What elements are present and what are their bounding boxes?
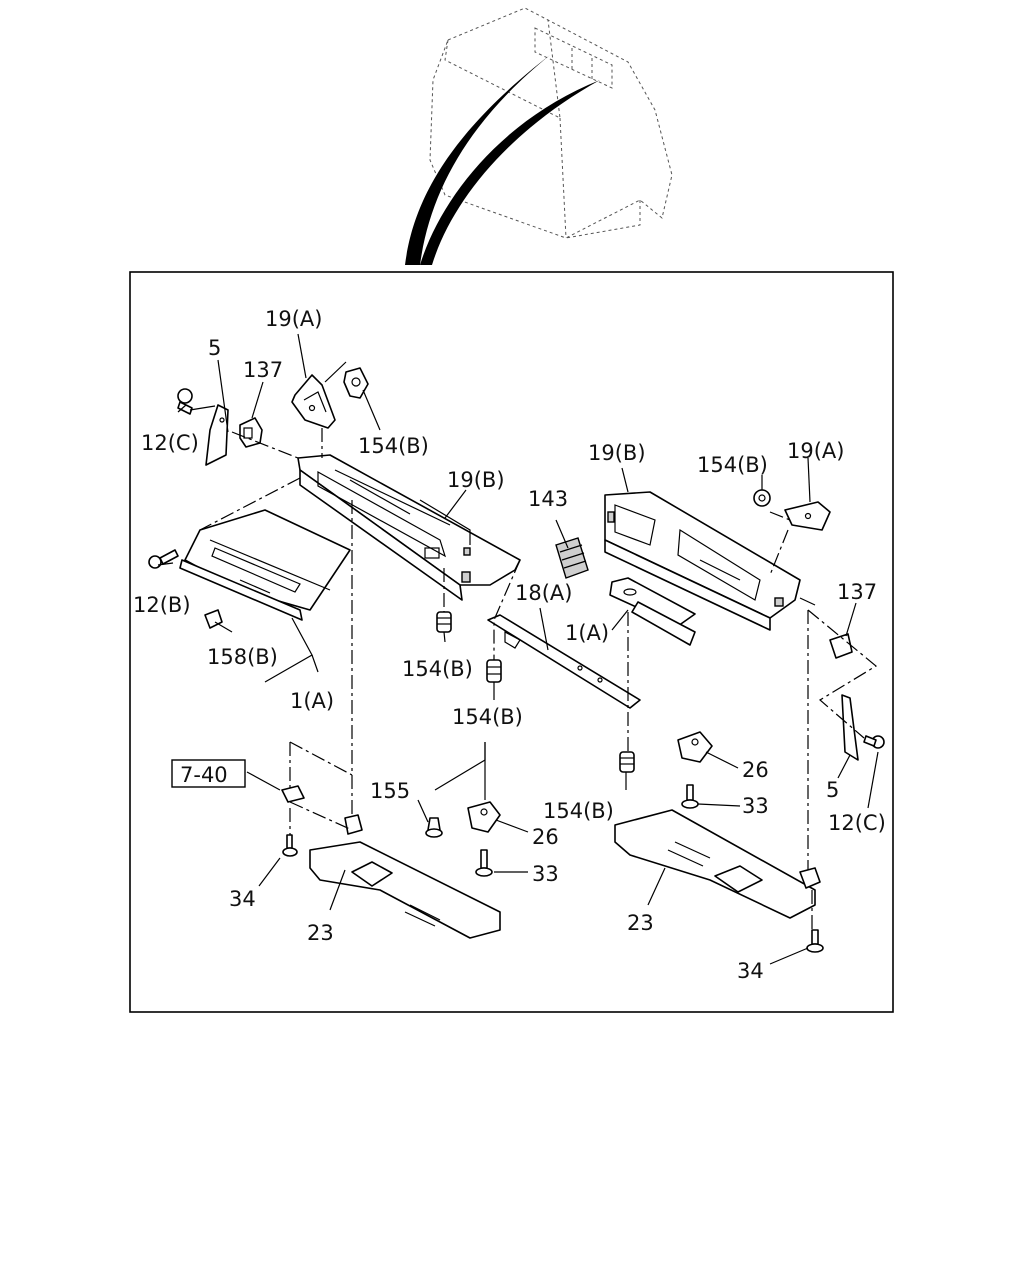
label-34-left: 34 bbox=[229, 887, 256, 911]
label-19a-left: 19(A) bbox=[265, 307, 322, 331]
tray-1a-right bbox=[609, 577, 696, 646]
label-19a-right: 19(A) bbox=[787, 439, 844, 463]
console-housing-19b-left bbox=[297, 454, 521, 601]
label-23-right: 23 bbox=[627, 911, 654, 935]
label-19b-left: 19(B) bbox=[447, 468, 505, 492]
clip-154b-mid2 bbox=[486, 659, 502, 683]
fastener-155 bbox=[425, 817, 443, 838]
visor-23-left bbox=[309, 841, 501, 939]
label-5-left: 5 bbox=[208, 336, 221, 360]
screw-12c-left bbox=[177, 388, 216, 415]
clip-154b-topright bbox=[753, 489, 771, 507]
part-labels: 19(A) 5 137 12(C) 154(B) 19(B) 12(B) 158… bbox=[133, 307, 886, 983]
label-154b-lowright: 154(B) bbox=[543, 799, 614, 823]
reference-box-7-40 bbox=[171, 759, 246, 788]
visor-pin-left bbox=[344, 814, 363, 835]
screw-12c-right bbox=[863, 735, 885, 749]
label-137-right: 137 bbox=[837, 580, 877, 604]
label-154b-topright: 154(B) bbox=[697, 453, 768, 477]
label-7-40: 7-40 bbox=[180, 763, 228, 787]
label-34-right: 34 bbox=[737, 959, 764, 983]
label-5-right: 5 bbox=[826, 778, 839, 802]
visor-pin-right bbox=[799, 867, 821, 889]
grille-143 bbox=[555, 537, 589, 579]
label-158b: 158(B) bbox=[207, 645, 278, 669]
tray-1a-left bbox=[179, 509, 351, 621]
screw-34-left bbox=[282, 834, 298, 857]
clip-154b-topleft bbox=[343, 367, 369, 399]
screw-33-left bbox=[475, 849, 493, 877]
label-143: 143 bbox=[528, 487, 568, 511]
bracket-19a-left bbox=[291, 374, 336, 429]
label-12b: 12(B) bbox=[133, 593, 191, 617]
hook-26-left bbox=[467, 801, 501, 833]
label-18a: 18(A) bbox=[515, 581, 572, 605]
label-12c-right: 12(C) bbox=[828, 811, 886, 835]
clip-154b-lowright bbox=[619, 751, 635, 773]
hook-26-right bbox=[677, 731, 713, 763]
label-33-left: 33 bbox=[532, 862, 559, 886]
console-housing-19b-right bbox=[604, 491, 816, 631]
label-1a-right: 1(A) bbox=[565, 621, 609, 645]
diagram-frame bbox=[129, 271, 894, 1013]
label-154b-mid1: 154(B) bbox=[402, 657, 473, 681]
trim-piece-5-right bbox=[841, 694, 859, 761]
screw-12b bbox=[148, 549, 179, 569]
visor-23-right bbox=[614, 809, 816, 919]
clip-154b-mid1 bbox=[436, 611, 452, 633]
cab-locator-icon bbox=[405, 7, 673, 265]
screw-34-right bbox=[806, 929, 824, 953]
leader-lines bbox=[157, 333, 879, 965]
clip-137-right bbox=[829, 633, 853, 659]
label-155: 155 bbox=[370, 779, 410, 803]
rail-18a bbox=[487, 614, 641, 709]
bracket-7-40-ref bbox=[281, 785, 305, 803]
label-26-left: 26 bbox=[532, 825, 559, 849]
label-12c-left: 12(C) bbox=[141, 431, 199, 455]
label-23-left: 23 bbox=[307, 921, 334, 945]
label-154b-topleft: 154(B) bbox=[358, 434, 429, 458]
label-154b-mid2: 154(B) bbox=[452, 705, 523, 729]
label-33-right: 33 bbox=[742, 794, 769, 818]
trim-piece-5-left bbox=[205, 404, 229, 466]
screw-33-right bbox=[681, 784, 699, 809]
assembly-chain-lines bbox=[199, 428, 878, 930]
label-137-left: 137 bbox=[243, 358, 283, 382]
label-1a-left: 1(A) bbox=[290, 689, 334, 713]
bracket-19a-right bbox=[784, 501, 831, 531]
label-26-right: 26 bbox=[742, 758, 769, 782]
label-19b-right: 19(B) bbox=[588, 441, 646, 465]
